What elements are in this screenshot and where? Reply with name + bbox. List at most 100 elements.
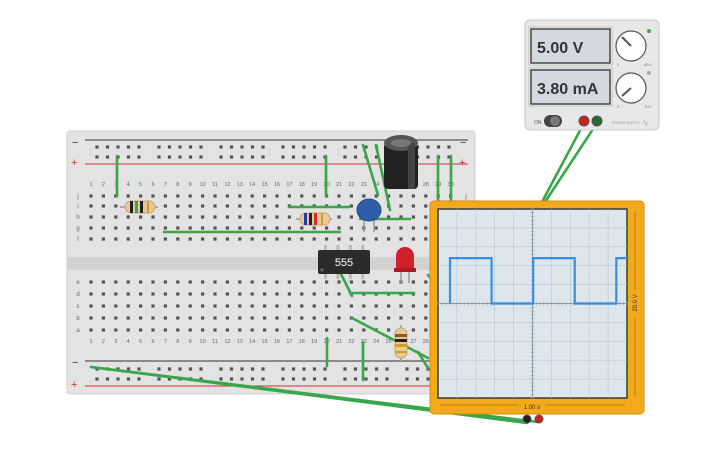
breadboard-hole[interactable]	[201, 237, 205, 241]
rail-hole[interactable]	[291, 145, 296, 149]
breadboard-hole[interactable]	[362, 280, 366, 284]
rail-hole[interactable]	[374, 377, 379, 381]
breadboard-hole[interactable]	[176, 304, 180, 308]
breadboard-hole[interactable]	[213, 204, 217, 208]
breadboard-hole[interactable]	[139, 194, 143, 198]
rail-hole[interactable]	[353, 377, 358, 381]
breadboard-hole[interactable]	[89, 304, 93, 308]
breadboard-hole[interactable]	[387, 280, 391, 284]
rail-hole[interactable]	[188, 367, 193, 371]
breadboard-hole[interactable]	[287, 316, 291, 320]
breadboard-hole[interactable]	[139, 328, 143, 332]
breadboard-hole[interactable]	[337, 292, 341, 296]
breadboard-hole[interactable]	[250, 194, 254, 198]
breadboard-hole[interactable]	[263, 237, 267, 241]
breadboard-hole[interactable]	[201, 292, 205, 296]
rail-hole[interactable]	[105, 155, 110, 159]
rail-hole[interactable]	[353, 155, 358, 159]
breadboard-hole[interactable]	[300, 226, 304, 230]
breadboard-hole[interactable]	[151, 304, 155, 308]
breadboard-hole[interactable]	[275, 237, 279, 241]
breadboard-hole[interactable]	[275, 215, 279, 219]
breadboard-hole[interactable]	[151, 215, 155, 219]
oscilloscope[interactable]: 1.00 s 20.0 V	[429, 200, 645, 424]
breadboard-hole[interactable]	[126, 194, 130, 198]
breadboard-hole[interactable]	[163, 316, 167, 320]
breadboard-hole[interactable]	[126, 304, 130, 308]
breadboard-hole[interactable]	[387, 194, 391, 198]
breadboard-hole[interactable]	[238, 328, 242, 332]
rail-hole[interactable]	[157, 377, 161, 381]
breadboard-hole[interactable]	[114, 292, 118, 296]
rail-hole[interactable]	[343, 145, 347, 149]
rail-hole[interactable]	[116, 367, 120, 371]
breadboard-hole[interactable]	[312, 292, 316, 296]
rail-hole[interactable]	[364, 367, 368, 371]
breadboard-hole[interactable]	[287, 194, 291, 198]
breadboard-hole[interactable]	[163, 215, 167, 219]
breadboard-hole[interactable]	[312, 237, 316, 241]
breadboard-hole[interactable]	[151, 194, 155, 198]
rail-hole[interactable]	[323, 367, 327, 371]
breadboard-hole[interactable]	[163, 280, 167, 284]
breadboard-hole[interactable]	[387, 328, 391, 332]
breadboard-hole[interactable]	[225, 204, 229, 208]
breadboard-hole[interactable]	[238, 226, 242, 230]
rail-hole[interactable]	[157, 367, 161, 371]
breadboard-hole[interactable]	[114, 204, 118, 208]
breadboard-hole[interactable]	[250, 292, 254, 296]
rail-hole[interactable]	[426, 155, 430, 159]
breadboard-hole[interactable]	[213, 226, 217, 230]
electrolytic-capacitor[interactable]	[384, 135, 418, 189]
breadboard-hole[interactable]	[349, 194, 353, 198]
breadboard-hole[interactable]	[201, 328, 205, 332]
rail-hole[interactable]	[240, 155, 244, 159]
rail-hole[interactable]	[281, 367, 285, 371]
breadboard-hole[interactable]	[114, 280, 118, 284]
rail-hole[interactable]	[229, 377, 234, 381]
breadboard-hole[interactable]	[325, 316, 329, 320]
breadboard-hole[interactable]	[362, 194, 366, 198]
breadboard-hole[interactable]	[101, 292, 105, 296]
rail-hole[interactable]	[405, 367, 409, 371]
breadboard-hole[interactable]	[287, 237, 291, 241]
breadboard-hole[interactable]	[325, 237, 329, 241]
rail-hole[interactable]	[240, 145, 244, 149]
rail-hole[interactable]	[240, 367, 244, 371]
breadboard-hole[interactable]	[101, 204, 105, 208]
breadboard-hole[interactable]	[349, 226, 353, 230]
breadboard-hole[interactable]	[151, 328, 155, 332]
rail-hole[interactable]	[281, 145, 285, 149]
rail-hole[interactable]	[229, 367, 234, 371]
breadboard-hole[interactable]	[263, 280, 267, 284]
breadboard-hole[interactable]	[151, 237, 155, 241]
breadboard-hole[interactable]	[139, 215, 143, 219]
breadboard-hole[interactable]	[201, 215, 205, 219]
breadboard-hole[interactable]	[337, 304, 341, 308]
rail-hole[interactable]	[374, 155, 379, 159]
breadboard-hole[interactable]	[337, 316, 341, 320]
rail-hole[interactable]	[229, 145, 234, 149]
breadboard-hole[interactable]	[201, 226, 205, 230]
breadboard-hole[interactable]	[312, 280, 316, 284]
breadboard-hole[interactable]	[176, 194, 180, 198]
breadboard-hole[interactable]	[151, 316, 155, 320]
breadboard-hole[interactable]	[424, 237, 428, 241]
breadboard-hole[interactable]	[238, 280, 242, 284]
breadboard-hole[interactable]	[275, 280, 279, 284]
rail-hole[interactable]	[250, 145, 255, 149]
rail-hole[interactable]	[188, 155, 193, 159]
breadboard-hole[interactable]	[362, 304, 366, 308]
rail-hole[interactable]	[137, 155, 141, 159]
breadboard-hole[interactable]	[300, 304, 304, 308]
breadboard-hole[interactable]	[139, 237, 143, 241]
rail-hole[interactable]	[312, 367, 317, 371]
wire[interactable]	[361, 143, 380, 197]
breadboard-hole[interactable]	[325, 280, 329, 284]
breadboard-hole[interactable]	[287, 328, 291, 332]
breadboard-hole[interactable]	[263, 204, 267, 208]
rail-hole[interactable]	[167, 367, 172, 371]
breadboard-hole[interactable]	[337, 237, 341, 241]
breadboard-hole[interactable]	[176, 204, 180, 208]
breadboard-hole[interactable]	[424, 226, 428, 230]
